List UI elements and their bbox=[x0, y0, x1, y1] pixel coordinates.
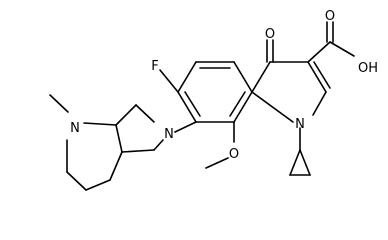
bond bbox=[312, 91, 327, 116]
methoxy-oxygen-label: O bbox=[229, 147, 239, 162]
bond bbox=[307, 61, 327, 93]
bond bbox=[307, 41, 331, 63]
bond bbox=[49, 94, 69, 113]
bond bbox=[289, 149, 301, 176]
bond bbox=[153, 139, 164, 151]
piperidine-nitrogen-label: N bbox=[70, 121, 80, 136]
bond bbox=[66, 171, 87, 191]
aromatic-double-bond bbox=[229, 91, 246, 117]
fluorine-label: F bbox=[151, 59, 158, 74]
acid-oxygen-label: O bbox=[325, 9, 335, 24]
bond bbox=[174, 121, 197, 133]
double-bond bbox=[313, 61, 331, 89]
quinolone-nitrogen-label: N bbox=[295, 117, 305, 132]
aromatic-double-bond bbox=[184, 91, 201, 117]
bond bbox=[329, 41, 355, 57]
bond bbox=[121, 149, 155, 153]
bond bbox=[251, 61, 271, 93]
bond bbox=[177, 61, 197, 93]
bond bbox=[177, 91, 197, 123]
bond bbox=[109, 151, 123, 181]
bond bbox=[233, 91, 253, 123]
molecule-canvas: O O OH F N N N O bbox=[49, 9, 379, 191]
bond bbox=[205, 157, 229, 169]
pyrrolidine-nitrogen-label: N bbox=[164, 127, 174, 142]
bond bbox=[85, 179, 111, 191]
bond bbox=[115, 104, 137, 126]
acid-hydroxyl-label: OH bbox=[358, 61, 378, 76]
bond bbox=[233, 61, 253, 93]
ketone-oxygen-label: O bbox=[265, 27, 275, 42]
molecule-structure: O O OH F N N N O bbox=[49, 9, 378, 191]
bond bbox=[115, 124, 123, 153]
bond bbox=[251, 91, 294, 123]
bond bbox=[83, 122, 117, 126]
bond bbox=[159, 69, 179, 93]
bond bbox=[135, 104, 155, 123]
bond bbox=[299, 149, 311, 176]
